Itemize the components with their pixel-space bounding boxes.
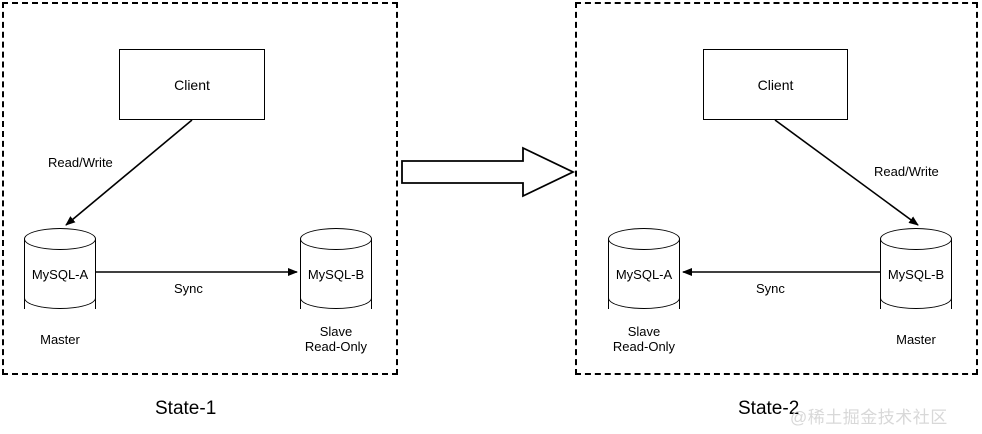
role-caption-mysql-b-state-1: Slave Read-Only: [304, 324, 368, 354]
state-1-title: State-1: [155, 398, 217, 419]
database-cylinder-mysql-b-state-2[interactable]: MySQL-B: [880, 228, 952, 320]
database-label: MySQL-A: [615, 266, 673, 282]
client-label: Client: [174, 76, 210, 93]
read-write-label-state-2: Read/Write: [874, 164, 939, 179]
cylinder-bottom: [880, 287, 952, 309]
read-write-label-state-1: Read/Write: [48, 155, 113, 170]
cylinder-bottom: [300, 287, 372, 309]
database-cylinder-mysql-b-state-1[interactable]: MySQL-B: [300, 228, 372, 320]
watermark-text: @稀土掘金技术社区: [790, 408, 948, 427]
state-2-title: State-2: [738, 398, 800, 419]
role-caption-mysql-a-state-2: Slave Read-Only: [612, 324, 676, 354]
state-2-panel: [575, 2, 978, 375]
cylinder-bottom: [24, 287, 96, 309]
cylinder-top-ellipse: [24, 228, 96, 250]
database-label: MySQL-B: [307, 266, 365, 282]
database-cylinder-mysql-a-state-2[interactable]: MySQL-A: [608, 228, 680, 320]
role-caption-mysql-a-state-1: Master: [40, 332, 80, 347]
cylinder-bottom: [608, 287, 680, 309]
state-1-panel: [2, 2, 398, 375]
database-cylinder-mysql-a-state-1[interactable]: MySQL-A: [24, 228, 96, 320]
role-caption-mysql-b-state-2: Master: [896, 332, 936, 347]
cylinder-top-ellipse: [300, 228, 372, 250]
sync-label-state-2: Sync: [756, 281, 785, 296]
database-label: MySQL-A: [31, 266, 89, 282]
block-arrow-right-icon: [401, 146, 576, 198]
cylinder-top-ellipse: [880, 228, 952, 250]
cylinder-top-ellipse: [608, 228, 680, 250]
database-label: MySQL-B: [887, 266, 945, 282]
client-box-state-2[interactable]: Client: [703, 49, 848, 120]
client-label: Client: [757, 76, 794, 93]
sync-label-state-1: Sync: [174, 281, 203, 296]
client-box-state-1[interactable]: Client: [119, 49, 265, 120]
